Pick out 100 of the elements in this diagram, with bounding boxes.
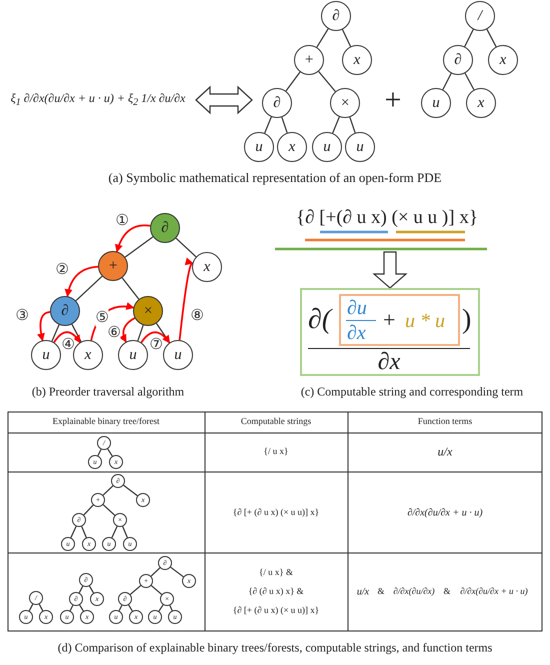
tree-branch xyxy=(70,605,74,611)
table-text: {/ u x} xyxy=(264,447,288,457)
math-text: + xyxy=(383,309,396,331)
tree-branch xyxy=(170,566,184,578)
tree-branch xyxy=(51,324,60,342)
tree-branch xyxy=(349,117,356,133)
tree-branch xyxy=(111,526,118,538)
tree-node: ∂ xyxy=(262,88,292,118)
table-text: {∂ [+ (∂ u x) (× u u)] x} xyxy=(232,606,320,616)
tree-branch xyxy=(124,236,154,258)
tree-branch xyxy=(137,325,144,341)
caption: (b) Preorder traversal algorithm xyxy=(32,385,184,399)
term-box xyxy=(300,288,480,376)
traversal-arrow xyxy=(53,331,81,344)
tree-branch xyxy=(102,504,116,516)
traversal-arrow xyxy=(119,317,136,343)
operator-symbol: & xyxy=(444,587,450,597)
tree-node: x xyxy=(466,88,496,118)
tree-branch xyxy=(79,604,84,612)
math-formula: ∂/∂x(∂u/∂x) xyxy=(393,587,435,597)
tree-node: + xyxy=(294,45,324,75)
tree-node: u xyxy=(312,132,342,162)
traversal-arrow xyxy=(37,311,50,342)
column-header: Computable strings xyxy=(240,417,312,427)
step-number: ⑥ xyxy=(108,324,120,342)
tree-branch xyxy=(264,116,272,134)
math-text: u * u xyxy=(405,311,445,331)
tree-branch xyxy=(318,71,336,92)
traversal-arrow xyxy=(115,224,150,252)
tree-node: ∂ xyxy=(443,45,473,75)
tree-branch xyxy=(102,485,114,496)
tree-node: × xyxy=(133,296,163,326)
tree-node: u xyxy=(118,340,148,370)
caption: (c) Computable string and corresponding term xyxy=(300,385,524,399)
column-header: Explainable binary tree/forest xyxy=(52,417,160,427)
table-text: {∂ [+ (∂ u x) (× u u)] x} xyxy=(232,508,320,518)
tree-branch xyxy=(118,605,122,611)
tree-node: u xyxy=(163,340,193,370)
tree-branch xyxy=(128,604,133,612)
math-formula: u/x xyxy=(438,445,452,459)
computable-string: {∂ [+(∂ u x) (× u u )] x} xyxy=(277,206,497,230)
tree-branch xyxy=(316,28,329,48)
tree-branch xyxy=(83,504,94,516)
tree-node: / xyxy=(465,1,495,31)
math-formula: u/x xyxy=(356,586,370,598)
tree-branch xyxy=(332,116,340,134)
traversal-arrow xyxy=(64,266,98,298)
math-text: ∂x xyxy=(376,350,402,374)
tree-branch xyxy=(123,484,138,496)
tree-branch xyxy=(70,526,77,538)
tree-branch xyxy=(78,586,84,594)
tree-node: x xyxy=(342,45,372,75)
step-number: ⑤ xyxy=(96,310,108,326)
block-arrow xyxy=(372,251,408,289)
tree-branch xyxy=(285,72,301,92)
tree-node: u xyxy=(345,132,375,162)
tree-branch xyxy=(342,29,352,47)
tree-branch xyxy=(150,585,162,595)
tree-node: x xyxy=(488,45,518,75)
math-text: ) xyxy=(462,306,472,334)
tree-branch xyxy=(442,73,452,90)
tree-branch xyxy=(122,526,128,538)
tree-branch xyxy=(81,526,87,538)
tree-branch xyxy=(130,585,142,595)
tree-branch xyxy=(76,276,102,302)
tree-node: ∂ xyxy=(50,296,80,326)
tree-node: u xyxy=(244,132,274,162)
traversal-arrow xyxy=(90,302,134,341)
highlight-box xyxy=(339,294,460,346)
math-text: ∂( xyxy=(308,306,332,334)
tree-node: ∂ xyxy=(150,213,180,243)
tree-node: x xyxy=(192,252,222,282)
tree-branch xyxy=(28,604,34,612)
math-formula: ∂/∂x(∂u/∂x + u · u) xyxy=(460,587,528,597)
tree-branch xyxy=(150,567,160,577)
math-formula: ξ$_{1}$ ∂/∂x(∂u/∂x + u · u) + ξ$_{2}$ 1/x ∂u/∂x xyxy=(10,92,186,108)
math-formula: ∂/∂x(∂u/∂x + u · u) xyxy=(407,508,483,518)
tree-branch xyxy=(122,277,140,300)
tree-branch xyxy=(281,117,288,133)
tree-branch xyxy=(464,29,474,47)
math-text: ∂x xyxy=(347,323,366,343)
table-text: {∂ (∂ u x) x} & xyxy=(248,587,304,597)
tree-branch xyxy=(486,29,497,47)
tree-node: + xyxy=(98,251,128,281)
tree-branch xyxy=(176,238,196,258)
math-text: ∂u xyxy=(347,298,367,318)
operator-symbol: + xyxy=(384,84,402,116)
tree-node: u xyxy=(31,340,61,370)
operator-symbol: & xyxy=(378,587,384,597)
tree-branch xyxy=(88,586,94,594)
caption: (d) Comparison of explainable binary trees/forests, computable strings, and function terms xyxy=(58,641,492,655)
tree-branch xyxy=(38,604,44,612)
tree-node: × xyxy=(330,88,360,118)
caption: (a) Symbolic mathematical representation of an open-form PDE xyxy=(108,170,442,186)
tree-branch xyxy=(464,72,474,90)
tree-node: x xyxy=(277,132,307,162)
column-header: Function terms xyxy=(418,417,472,427)
tree-branch xyxy=(71,324,82,342)
traversal-arrow xyxy=(140,331,170,344)
tree-node: x xyxy=(73,340,103,370)
